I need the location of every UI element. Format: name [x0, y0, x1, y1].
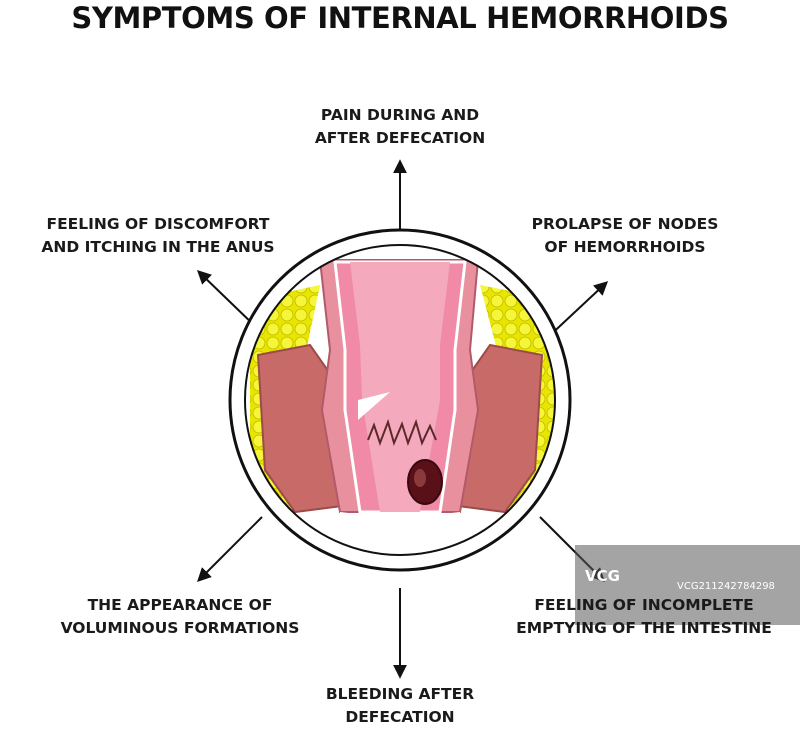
anatomy-illustration [228, 228, 572, 572]
symptom-formations: THE APPEARANCE OF VOLUMINOUS FORMATIONS [40, 594, 320, 640]
symptom-pain-line2: AFTER DEFECATION [314, 129, 486, 147]
symptom-emptying-line2: EMPTYING OF THE INTESTINE [516, 619, 772, 637]
symptom-emptying-line1: FEELING OF INCOMPLETE [534, 596, 754, 614]
symptom-formations-line2: VOLUMINOUS FORMATIONS [60, 619, 300, 637]
symptom-prolapse: PROLAPSE OF NODES OF HEMORRHOIDS [520, 213, 730, 259]
symptom-formations-line1: THE APPEARANCE OF [87, 596, 273, 614]
symptom-prolapse-line1: PROLAPSE OF NODES [531, 215, 719, 233]
arrow-lower-left [197, 516, 263, 582]
watermark-id: VCG211242784298 [677, 581, 775, 592]
symptom-prolapse-line2: OF HEMORRHOIDS [544, 238, 706, 256]
page-title: SYMPTOMS OF INTERNAL HEMORRHOIDS [71, 1, 729, 35]
symptom-pain: PAIN DURING AND AFTER DEFECATION [300, 104, 500, 150]
symptom-emptying: FEELING OF INCOMPLETE EMPTYING OF THE IN… [490, 594, 798, 640]
symptom-discomfort-line1: FEELING OF DISCOMFORT [46, 215, 270, 233]
symptom-discomfort: FEELING OF DISCOMFORT AND ITCHING IN THE… [25, 213, 291, 259]
symptom-discomfort-line2: AND ITCHING IN THE ANUS [41, 238, 275, 256]
symptom-bleeding: BLEEDING AFTER DEFECATION [300, 683, 500, 729]
watermark-logo: VCG [585, 567, 620, 585]
watermark: VCG VCG211242784298 [575, 545, 800, 625]
symptom-pain-line1: PAIN DURING AND [320, 106, 480, 124]
arrow-upper-left [196, 270, 258, 329]
dentate-line [367, 418, 437, 447]
rectal-lumen [350, 262, 450, 512]
symptom-bleeding-line1: BLEEDING AFTER [325, 685, 475, 703]
symptom-bleeding-line2: DEFECATION [345, 708, 455, 726]
